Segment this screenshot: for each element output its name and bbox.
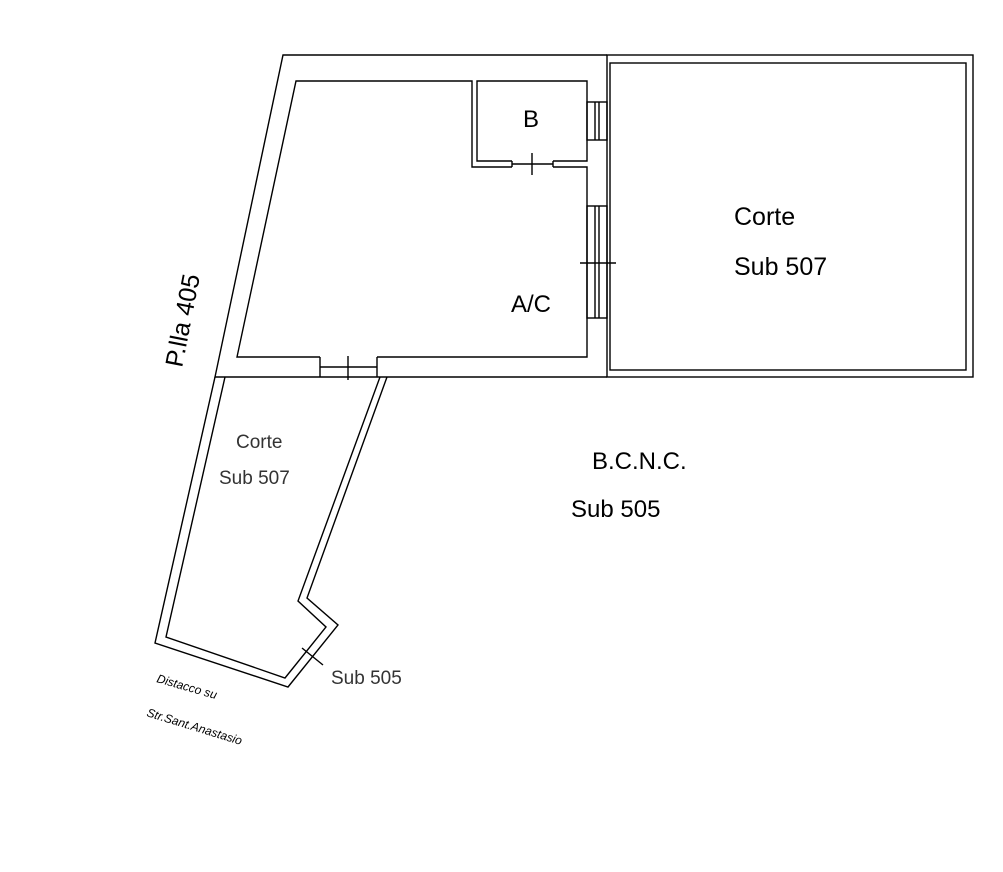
room-label-bathroom: B <box>523 106 539 133</box>
courtyard-right-inner <box>609 62 967 371</box>
access-door-mark <box>301 647 324 666</box>
courtyard-right-sub: Sub 507 <box>734 253 827 281</box>
bathroom-window <box>586 101 608 141</box>
parcel-label: P.lla 405 <box>160 272 205 370</box>
common-area-label: B.C.N.C. <box>592 448 687 475</box>
access-label: Sub 505 <box>331 668 402 689</box>
courtyard-left-outer <box>154 376 388 688</box>
room-label-main: A/C <box>511 291 551 318</box>
main-room-inner-wall <box>236 80 512 358</box>
common-area-sub: Sub 505 <box>571 496 660 523</box>
note-line1: Distacco su <box>155 671 219 702</box>
bathroom-door <box>511 153 554 175</box>
bathroom-wall <box>476 80 588 162</box>
courtyard-right-label: Corte <box>734 203 795 231</box>
main-room-inner-wall-right <box>377 166 588 358</box>
courtyard-left-sub: Sub 507 <box>219 468 290 489</box>
entrance-door <box>319 356 378 380</box>
note-line2: Str.Sant.Anastasio <box>145 705 244 747</box>
courtyard-left-inner <box>165 376 381 679</box>
courtyard-right-outer <box>606 54 974 378</box>
courtyard-left-label: Corte <box>236 432 282 453</box>
building-outer-wall <box>214 54 607 378</box>
